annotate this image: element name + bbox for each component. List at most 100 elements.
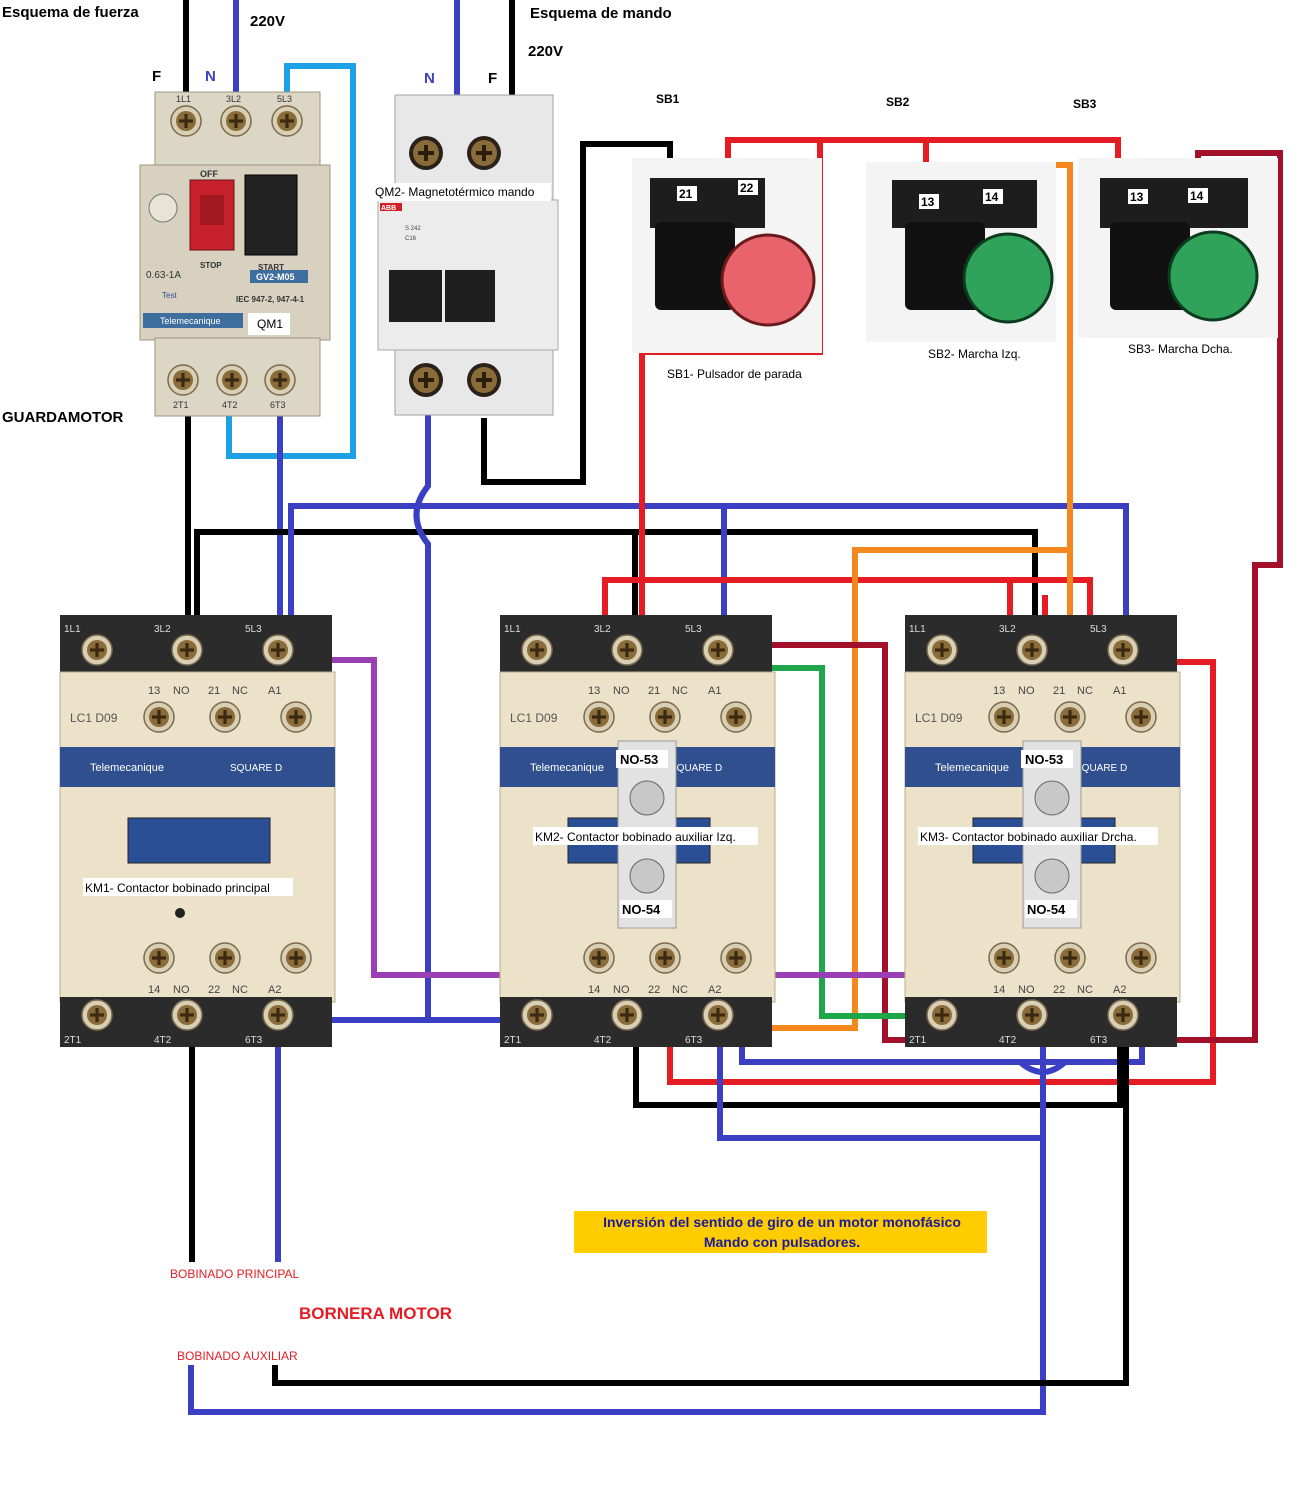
km2-bottom-terminal-1: 2T1	[504, 1035, 522, 1046]
aux-winding-label: BOBINADO AUXILIAR	[177, 1349, 298, 1363]
sb3-contact-1: 13	[1130, 190, 1144, 204]
km3-bottom-terminal-1: 2T1	[909, 1035, 927, 1046]
km2-top-terminal-1: 1L1	[504, 624, 521, 635]
wire-qm2-phase-to-sb1	[481, 141, 673, 485]
qm1-start-label: START	[258, 263, 284, 272]
sb1-name: SB1	[656, 92, 680, 106]
motor-breaker-qm1: 1L1 3L2 5L3 OFF STOP START 0.63-1A GV2-M…	[139, 91, 331, 417]
phase-f-label-left: F	[152, 68, 161, 85]
km2-bottom-terminal-2: 4T2	[594, 1035, 612, 1046]
sb1-red-button	[720, 233, 816, 327]
km3-aux-bottom-4: NC	[1077, 984, 1093, 996]
km2-model: LC1 D09	[510, 711, 558, 725]
km3-top-terminal-1: 1L1	[909, 624, 926, 635]
neutral-n-label-right: N	[424, 70, 435, 87]
wire-qm1-bridge	[226, 63, 356, 459]
km2-aux-bottom-1: 14	[588, 984, 600, 996]
km1-aux-bottom-5: A2	[268, 984, 281, 996]
km1-caption: KM1- Contactor bobinado principal	[85, 881, 270, 895]
km2-aux-top-5: A1	[708, 685, 721, 697]
qm2-brand: ABB	[381, 205, 396, 212]
km3-aux-bottom-3: 22	[1053, 984, 1065, 996]
km2-aux-top-1: 13	[588, 685, 600, 697]
km2-block-bottom-label: NO-54	[622, 902, 661, 917]
km1-aux-bottom-3: 22	[208, 984, 220, 996]
qm1-tag: QM1	[257, 317, 283, 331]
pushbutton-sb2: 13 14 SB2 SB2- Marcha Izq.	[866, 95, 1056, 361]
km1-model: LC1 D09	[70, 711, 118, 725]
title-box: Inversión del sentido de giro de un moto…	[574, 1211, 987, 1253]
km2-brand: Telemecanique	[530, 762, 604, 774]
qm1-stop-label: STOP	[200, 261, 222, 270]
wire-km3-out-black	[272, 1040, 1129, 1386]
qm2-lever-2	[445, 270, 495, 322]
km3-block-top-label: NO-53	[1025, 752, 1063, 767]
km2-top-terminal-3: 5L3	[685, 624, 702, 635]
qm1-terminal-bottom-2: 4T2	[222, 400, 238, 410]
km2-bottom-terminal-3: 6T3	[685, 1035, 703, 1046]
phase-f-label-right: F	[488, 70, 497, 87]
sb3-green-button	[1167, 230, 1259, 322]
qm1-terminal-bottom-1: 2T1	[173, 400, 189, 410]
km1-brand: Telemecanique	[90, 762, 164, 774]
qm1-range-label: 0.63-1A	[146, 270, 181, 281]
km1-brand-2: SQUARE D	[230, 763, 282, 774]
qm1-model-label: GV2-M05	[256, 272, 295, 282]
voltage-control-label: 220V	[528, 43, 563, 60]
wire-qm2-neutral	[289, 410, 431, 1023]
sb2-contact-2: 14	[985, 190, 999, 204]
wire-km2-out-blue	[717, 1035, 1043, 1141]
km3-bottom-terminal-2: 4T2	[999, 1035, 1017, 1046]
sb3-caption: SB3- Marcha Dcha.	[1128, 342, 1233, 356]
km1-aux-top-3: 21	[208, 685, 220, 697]
wire-km3-out-blue	[188, 1045, 1046, 1415]
km1-bottom-terminal-1: 2T1	[64, 1035, 82, 1046]
wire-jump-km3	[1018, 1059, 1068, 1075]
main-winding-label: BOBINADO PRINCIPAL	[170, 1267, 299, 1281]
qm2-model: S 242	[405, 226, 421, 232]
km3-top-terminal-2: 3L2	[999, 624, 1016, 635]
qm1-off-label: OFF	[200, 169, 218, 179]
km2-aux-bottom-5: A2	[708, 984, 721, 996]
km2-aux-bottom-4: NC	[672, 984, 688, 996]
wire-darkred-sb3	[667, 150, 1283, 1043]
km3-aux-bottom-2: NO	[1018, 984, 1035, 996]
qm1-brand: Telemecanique	[160, 316, 221, 326]
pushbutton-sb1: 21 22 SB1 SB1- Pulsador de parada	[632, 92, 822, 382]
km2-aux-top-4: NC	[672, 685, 688, 697]
qm1-test-label: Test	[162, 291, 177, 300]
sb1-contact-2: 22	[740, 181, 754, 195]
km3-aux-bottom-5: A2	[1113, 984, 1126, 996]
qm1-terminal-top-3: 5L3	[277, 94, 292, 104]
sb3-name: SB3	[1073, 97, 1097, 111]
pushbutton-sb3: 13 14 SB3 SB3- Marcha Dcha.	[1073, 97, 1278, 356]
km3-aux-top-3: 21	[1053, 685, 1065, 697]
km3-aux-top-1: 13	[993, 685, 1005, 697]
km1-aux-bottom-2: NO	[173, 984, 190, 996]
km1-top-terminal-3: 5L3	[245, 624, 262, 635]
km3-bottom-terminal-3: 6T3	[1090, 1035, 1108, 1046]
qm2-rating: C16	[405, 236, 417, 242]
km1-aux-top-2: NO	[173, 685, 190, 697]
km3-brand-2: SQUARE D	[1075, 763, 1127, 774]
qm1-standard-label: IEC 947-2, 947-4-1	[236, 295, 305, 304]
km3-caption: KM3- Contactor bobinado auxiliar Drcha.	[920, 830, 1137, 844]
qm1-terminal-top-1: 1L1	[176, 94, 191, 104]
control-scheme-title: Esquema de mando	[530, 5, 672, 22]
km2-aux-top-2: NO	[613, 685, 630, 697]
km1-bottom-terminal-3: 6T3	[245, 1035, 263, 1046]
km1-bottom-terminal-2: 4T2	[154, 1035, 172, 1046]
km3-block-bottom-label: NO-54	[1027, 902, 1066, 917]
qm2-lever-1	[389, 270, 442, 322]
km3-brand: Telemecanique	[935, 762, 1009, 774]
sb1-caption: SB1- Pulsador de parada	[667, 367, 802, 381]
km2-brand-2: SQUARE D	[670, 763, 722, 774]
km3-aux-bottom-1: 14	[993, 984, 1005, 996]
km1-aux-bottom-1: 14	[148, 984, 160, 996]
voltage-power-label: 220V	[250, 13, 285, 30]
km3-aux-top-4: NC	[1077, 685, 1093, 697]
km3-aux-top-5: A1	[1113, 685, 1126, 697]
km1-top-terminal-1: 1L1	[64, 624, 81, 635]
motor-guard-label: GUARDAMOTOR	[2, 409, 124, 426]
